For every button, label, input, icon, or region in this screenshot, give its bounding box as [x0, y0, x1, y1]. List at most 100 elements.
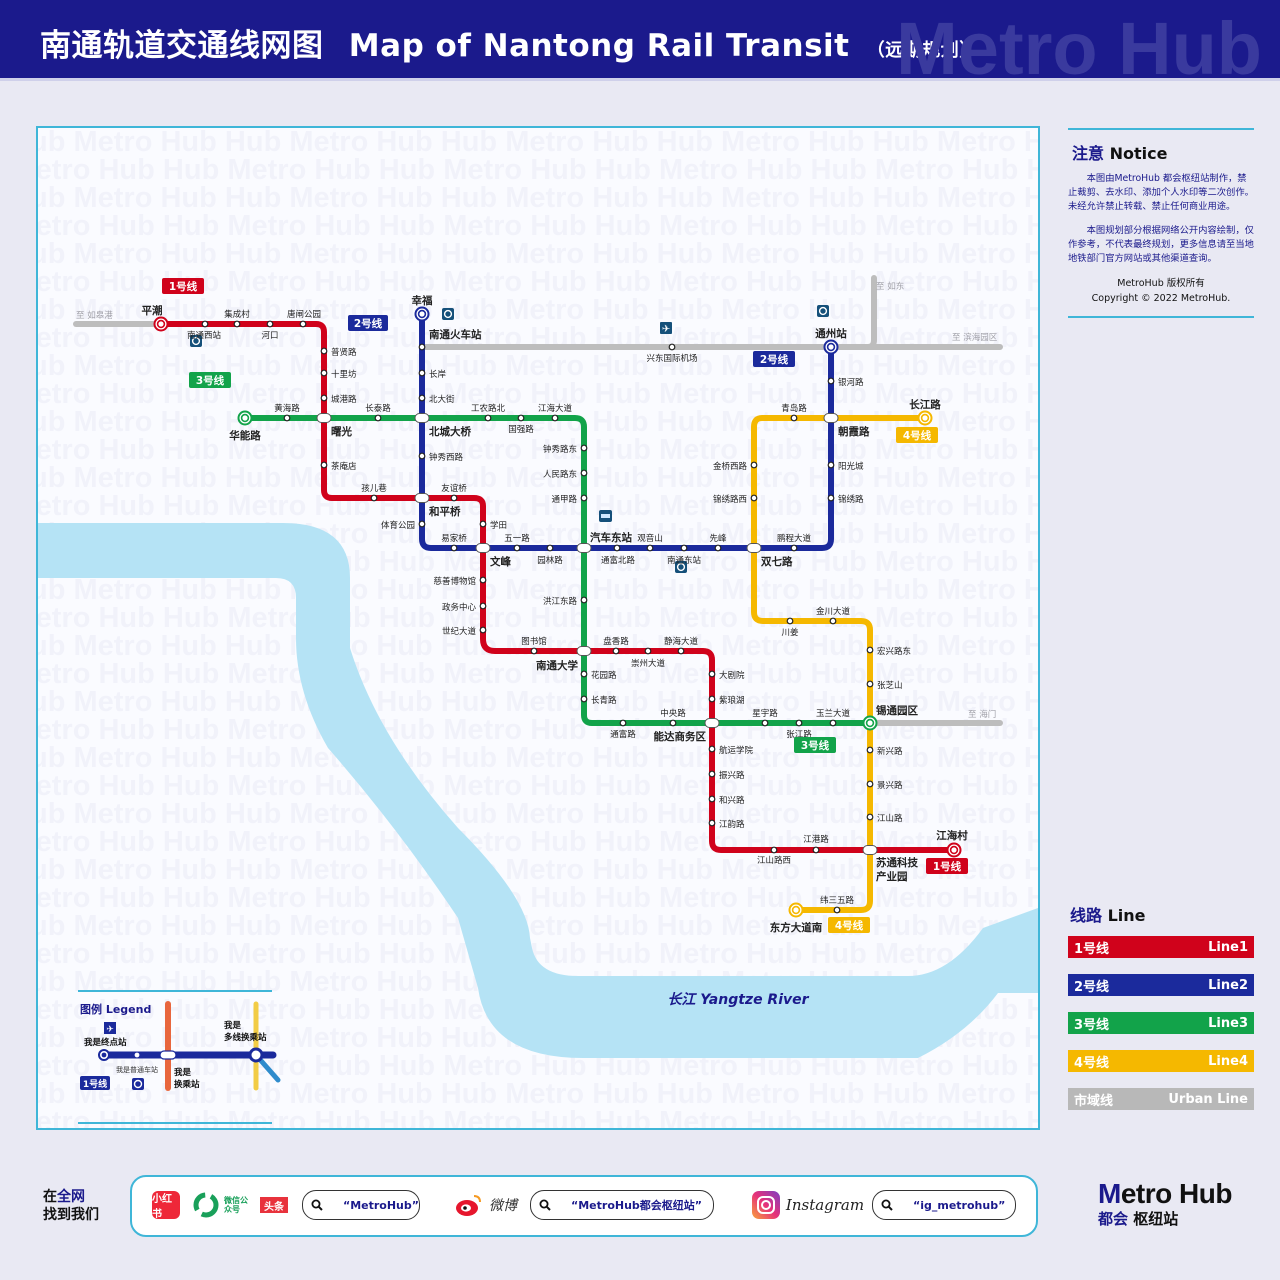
station-normal[interactable]: 星宇路 [752, 708, 778, 727]
station-terminal[interactable]: 东方大道南 [770, 902, 823, 935]
station-normal[interactable]: 宏兴路东 [866, 646, 911, 657]
station-normal[interactable]: 锦绣路西 [713, 494, 758, 505]
station-normal[interactable]: 南通火车站 [418, 328, 482, 351]
station-interchange[interactable]: 北城大桥 [414, 413, 471, 439]
station-normal[interactable]: 北大街 [418, 394, 455, 405]
station-normal[interactable]: 通甲路 [551, 494, 588, 505]
station-terminal[interactable]: 锡通园区 [862, 704, 919, 731]
station-normal[interactable]: 张芝山 [866, 680, 903, 691]
station-normal[interactable]: 江港路 [803, 834, 829, 854]
station-normal[interactable]: 盘香路 [603, 636, 629, 655]
station-interchange[interactable]: 汽车东站 [576, 531, 632, 553]
station-terminal[interactable]: 幸福 [412, 294, 433, 322]
station-normal[interactable]: 十里坊 [320, 369, 357, 380]
station-normal[interactable]: 鹏程大道 [777, 533, 812, 552]
station-normal[interactable]: 工农路北 [471, 403, 506, 422]
station-normal[interactable]: 中央路 [660, 708, 686, 727]
station-normal[interactable]: 通富北路 [601, 544, 636, 566]
station-normal[interactable]: 长泰路 [365, 403, 391, 422]
station-normal[interactable]: 长岸 [418, 369, 447, 380]
station-normal[interactable]: 钟秀路东 [543, 444, 588, 455]
station-normal[interactable]: 政务中心 [442, 602, 487, 613]
search-pill-instagram[interactable]: “ig_metrohub” [872, 1190, 1016, 1220]
station-normal[interactable]: 黄海路 [274, 403, 300, 422]
station-normal[interactable]: 玉兰大道 [816, 708, 851, 727]
station-normal[interactable]: 江海大道 [538, 403, 573, 422]
station-interchange[interactable]: 苏通科技 [862, 845, 918, 870]
station-normal[interactable]: 静海大道 [664, 636, 699, 655]
station-normal[interactable]: 振兴路 [708, 770, 745, 781]
station-interchange[interactable]: 朝霞路 [823, 413, 870, 439]
station-interchange[interactable]: 双七路 [746, 543, 793, 569]
station-normal[interactable]: 学田 [479, 520, 507, 531]
station-normal[interactable]: 南通西站 [187, 320, 222, 341]
station-normal[interactable]: 通富路 [610, 719, 636, 740]
station-normal[interactable]: 金桥西路 [713, 461, 758, 472]
station-normal[interactable]: 普贤路 [320, 347, 357, 358]
weibo-icon[interactable] [454, 1191, 484, 1219]
station-normal[interactable]: 易家桥 [441, 533, 467, 552]
xiaohongshu-icon[interactable]: 小红书 [152, 1191, 180, 1220]
station-normal[interactable]: 洪江东路 [543, 596, 588, 607]
station-normal[interactable]: 江山路 [866, 813, 903, 824]
station-normal[interactable]: 兴东国际机场 [646, 343, 698, 364]
station-normal[interactable]: 人民路东 [543, 469, 588, 480]
station-normal[interactable]: 锦绣路 [827, 494, 864, 505]
station-terminal[interactable]: 平潮 [142, 304, 169, 332]
station-normal[interactable]: 银河路 [827, 377, 864, 388]
stations[interactable]: 平潮南通西站集成村河口唐闸公园普贤路十里坊城港路曙光茶庵店孩儿巷和平桥友谊桥学田… [142, 294, 969, 934]
station-interchange[interactable]: 能达商务区 [654, 718, 720, 744]
station-normal[interactable]: 金川大道 [816, 606, 851, 625]
search-pill-metrohub[interactable]: “MetroHub” [302, 1190, 420, 1220]
station-normal[interactable]: 先峰 [709, 533, 727, 552]
station-normal[interactable]: 钟秀西路 [418, 452, 464, 463]
station-normal[interactable]: 崇州大道 [631, 647, 666, 669]
station-normal[interactable]: 张江路 [786, 719, 812, 740]
station-normal[interactable]: 大剧院 [708, 670, 745, 681]
station-normal[interactable]: 花园路 [580, 670, 617, 681]
station-terminal[interactable]: 通州站 [815, 327, 847, 355]
station-normal[interactable]: 体育公园 [381, 520, 426, 531]
station-normal[interactable]: 图书馆 [521, 636, 547, 655]
station-normal[interactable]: 川姜 [781, 617, 799, 638]
station-normal[interactable]: 观音山 [637, 533, 663, 552]
station-normal[interactable]: 茶庵店 [320, 461, 357, 472]
station-normal[interactable]: 集成村 [224, 309, 250, 328]
station-normal[interactable]: 纬三五路 [820, 895, 855, 914]
station-normal[interactable]: 世纪大道 [442, 626, 487, 637]
page-title: 南通轨道交通线网图 Map of Nantong Rail Transit （远… [40, 20, 978, 65]
station-normal[interactable]: 五一路 [504, 533, 530, 552]
station-normal[interactable]: 青岛路 [781, 403, 807, 422]
wechat-icon[interactable] [192, 1191, 220, 1219]
station-normal[interactable]: 唐闸公园 [287, 309, 321, 328]
station-normal[interactable]: 和兴路 [708, 795, 745, 806]
station-terminal[interactable]: 华能路 [229, 410, 261, 443]
station-normal[interactable]: 紫琅湖 [708, 695, 745, 706]
station-normal[interactable]: 长青路 [580, 695, 617, 706]
station-terminal[interactable]: 长江路 [909, 398, 941, 426]
instagram-icon[interactable] [752, 1191, 780, 1219]
toutiao-icon[interactable]: 头条 [260, 1197, 288, 1213]
station-normal[interactable]: 孩儿巷 [361, 483, 387, 502]
search-pill-weibo[interactable]: “MetroHub都会枢纽站” [530, 1190, 714, 1220]
station-normal[interactable]: 阳光城 [827, 461, 864, 472]
station-normal[interactable]: 航运学院 [708, 745, 754, 756]
station-interchange[interactable]: 南通大学 [536, 646, 592, 673]
station-label: 张芝山 [877, 680, 903, 691]
station-normal[interactable]: 江韵路 [708, 819, 745, 830]
station-normal[interactable]: 友谊桥 [441, 483, 467, 502]
station-normal[interactable]: 景兴路 [866, 780, 903, 791]
station-normal[interactable]: 园林路 [537, 544, 563, 566]
station-normal[interactable]: 慈善博物馆 [433, 576, 487, 587]
station-interchange[interactable]: 文峰 [475, 543, 511, 569]
station-interchange[interactable]: 曙光 [316, 413, 352, 439]
station-normal[interactable]: 河口 [261, 320, 279, 341]
station-interchange[interactable]: 和平桥 [414, 493, 461, 519]
station-normal[interactable]: 南通东站 [667, 544, 702, 566]
station-normal[interactable]: 城港路 [320, 394, 357, 405]
station-terminal[interactable]: 江海村 [936, 829, 968, 858]
station-normal[interactable]: 新兴路 [866, 746, 903, 757]
station-normal[interactable]: 江山路西 [757, 846, 791, 866]
station-normal[interactable]: 国强路 [508, 414, 534, 435]
